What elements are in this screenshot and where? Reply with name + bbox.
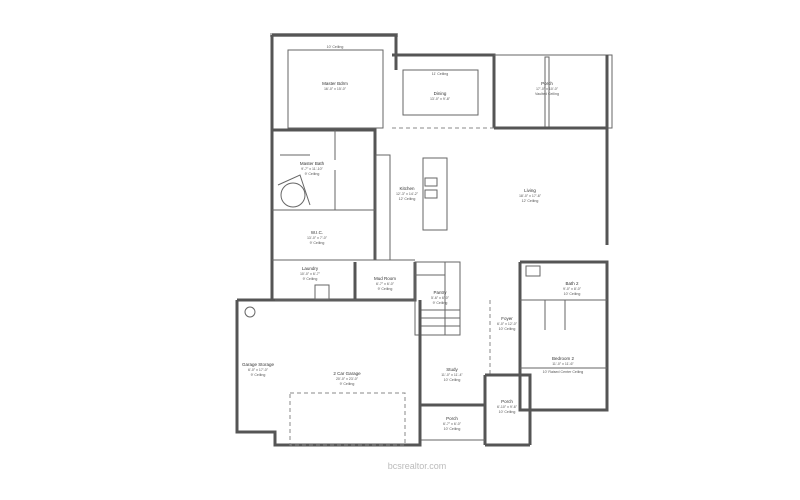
svg-text:17'-0" x 10'-0": 17'-0" x 10'-0" (536, 87, 559, 91)
svg-text:20'-0" x 23'-0": 20'-0" x 23'-0" (336, 377, 359, 381)
svg-text:10' Ceiling: 10' Ceiling (327, 45, 344, 49)
svg-text:13'-0" x 9'-8": 13'-0" x 9'-8" (430, 97, 451, 101)
svg-text:Master Bdrm: Master Bdrm (322, 81, 348, 86)
svg-text:9' Ceiling: 9' Ceiling (433, 301, 448, 305)
svg-text:9' Ceiling: 9' Ceiling (251, 373, 266, 377)
svg-text:9' Ceiling: 9' Ceiling (303, 277, 318, 281)
svg-text:Mud Room: Mud Room (374, 276, 396, 281)
svg-text:Laundry: Laundry (302, 266, 319, 271)
svg-text:10' Ceiling: 10' Ceiling (564, 292, 581, 296)
svg-text:Master Bath: Master Bath (300, 161, 325, 166)
svg-text:6'-7" x 6'-0": 6'-7" x 6'-0" (376, 282, 395, 286)
svg-text:13'-0" x 7'-0": 13'-0" x 7'-0" (307, 236, 328, 240)
svg-text:5'-6" x 6'-0": 5'-6" x 6'-0" (431, 296, 450, 300)
svg-text:Porch: Porch (501, 399, 513, 404)
svg-text:11' Ceiling: 11' Ceiling (432, 72, 448, 76)
svg-text:12' Ceiling: 12' Ceiling (399, 197, 416, 201)
svg-text:Study: Study (446, 367, 458, 372)
svg-text:Kitchen: Kitchen (399, 186, 415, 191)
svg-text:10' Ceiling: 10' Ceiling (444, 378, 461, 382)
svg-text:9' Ceiling: 9' Ceiling (310, 241, 325, 245)
svg-text:2 Car Garage: 2 Car Garage (333, 371, 361, 376)
svg-text:Vaulted Ceiling: Vaulted Ceiling (535, 92, 559, 96)
svg-text:10' Ceiling: 10' Ceiling (499, 327, 516, 331)
svg-text:10' Ceiling: 10' Ceiling (444, 427, 461, 431)
svg-text:16'-0" x 15'-0": 16'-0" x 15'-0" (324, 87, 347, 91)
svg-text:10' Ceiling: 10' Ceiling (499, 410, 516, 414)
svg-text:9'-0" x 8'-0": 9'-0" x 8'-0" (563, 287, 582, 291)
svg-text:Bath 2: Bath 2 (565, 281, 579, 286)
svg-text:Porch: Porch (446, 416, 458, 421)
svg-text:9' Ceiling: 9' Ceiling (305, 172, 320, 176)
svg-text:18'-0" x 17'-6": 18'-0" x 17'-6" (519, 194, 542, 198)
svg-text:6'-10" x 9'-6": 6'-10" x 9'-6" (497, 405, 518, 409)
room-bath-2: Bath 29'-0" x 8'-0"10' Ceiling (563, 281, 582, 296)
svg-text:12'-3" x 14'-2": 12'-3" x 14'-2" (396, 192, 419, 196)
svg-text:9'-7" x 11'-10": 9'-7" x 11'-10" (301, 167, 324, 171)
svg-text:Foyer: Foyer (501, 316, 513, 321)
svg-text:10' Raised Center Ceiling: 10' Raised Center Ceiling (543, 370, 584, 374)
svg-text:6'-0" x 17'-0": 6'-0" x 17'-0" (248, 368, 269, 372)
svg-text:Dining: Dining (434, 91, 447, 96)
svg-text:6'-0" x 12'-0": 6'-0" x 12'-0" (497, 322, 518, 326)
watermark: bcsrealtor.com (388, 461, 447, 471)
svg-text:W.I.C.: W.I.C. (311, 230, 323, 235)
svg-text:Living: Living (524, 188, 536, 193)
room-wic: W.I.C.13'-0" x 7'-0"9' Ceiling (307, 230, 328, 245)
svg-text:Porch: Porch (541, 81, 553, 86)
svg-text:12' Ceiling: 12' Ceiling (522, 199, 539, 203)
svg-text:6'-7" x 6'-0": 6'-7" x 6'-0" (443, 422, 462, 426)
svg-text:10'-0" x 6'-7": 10'-0" x 6'-7" (300, 272, 321, 276)
room-bedroom-2: Bedroom 211'-0" x 11'-6" 10' Raised Cente… (543, 356, 584, 374)
svg-text:9' Ceiling: 9' Ceiling (340, 382, 355, 386)
svg-text:9' Ceiling: 9' Ceiling (378, 287, 393, 291)
svg-text:Garage Storage: Garage Storage (242, 362, 275, 367)
svg-text:Bedroom 2: Bedroom 2 (552, 356, 575, 361)
svg-text:11'-0" x 11'-4": 11'-0" x 11'-4" (441, 373, 463, 377)
walls (235, 33, 613, 447)
svg-text:11'-0" x 11'-6": 11'-0" x 11'-6" (552, 362, 574, 366)
svg-text:Pantry: Pantry (433, 290, 447, 295)
